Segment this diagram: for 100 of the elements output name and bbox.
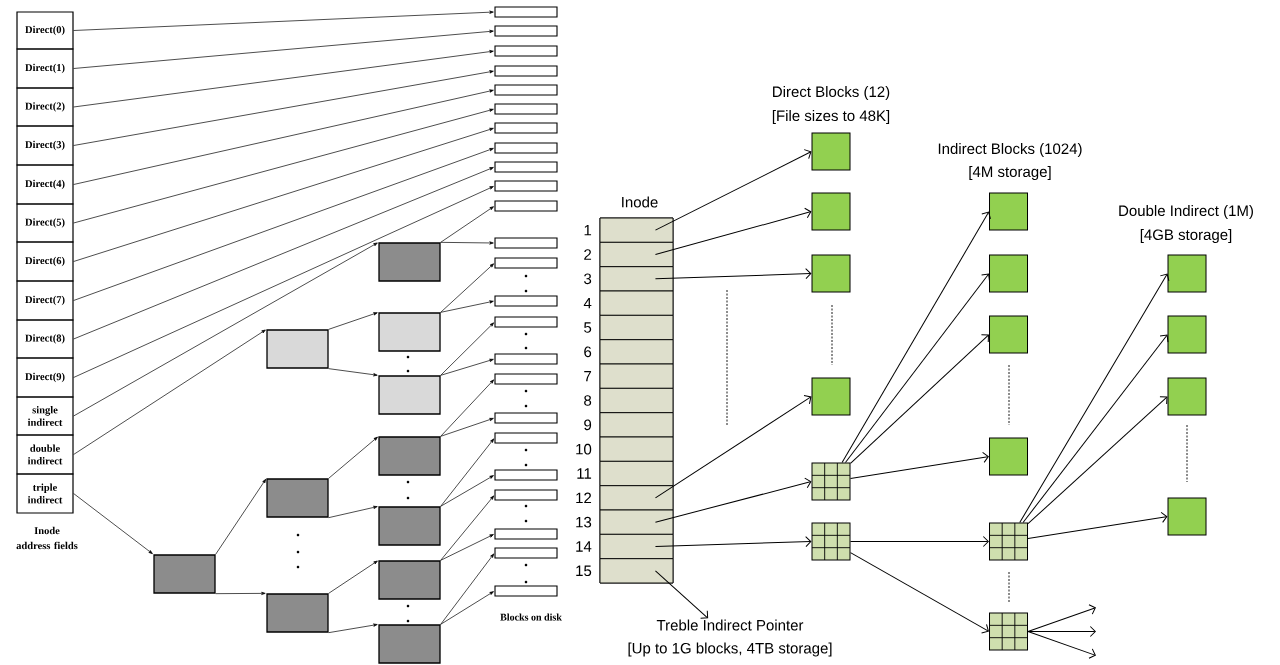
- arrow: [215, 478, 267, 555]
- column-heading: Direct Blocks (12): [773, 86, 890, 100]
- arrow: [440, 438, 495, 507]
- index-block: [266, 329, 329, 369]
- arrow: [654, 536, 812, 548]
- arrow: [1019, 273, 1170, 523]
- arrow: [1027, 604, 1096, 632]
- row-number: 13: [576, 516, 592, 528]
- arrow: [73, 108, 494, 224]
- address-cell: triple indirect: [16, 473, 74, 514]
- arrow: [844, 273, 991, 463]
- row-number: 7: [584, 371, 592, 382]
- arrow: [73, 329, 266, 455]
- table-heading: Inode: [622, 196, 658, 208]
- data-block: [1167, 254, 1207, 293]
- arrow: [850, 334, 989, 464]
- row-number: 5: [584, 322, 592, 333]
- disk-block: [494, 257, 558, 269]
- disk-block: [494, 489, 558, 501]
- row-number: 11: [577, 468, 592, 479]
- disk-block: [494, 237, 558, 249]
- arrow: [328, 505, 378, 518]
- disk-block: [494, 103, 558, 115]
- disk-block: [494, 528, 558, 540]
- disk-block: [494, 412, 558, 424]
- arrow: [73, 242, 378, 417]
- arrow: [440, 534, 494, 561]
- arrow: [1027, 626, 1096, 637]
- disk-block: [494, 25, 558, 37]
- row-number: 1: [584, 225, 592, 236]
- data-block: [811, 132, 851, 171]
- index-block: [378, 375, 441, 415]
- index-block: [266, 478, 329, 518]
- address-cell: single indirect: [16, 396, 74, 436]
- index-block: [266, 593, 329, 633]
- arrow: [850, 451, 989, 479]
- index-block: [378, 312, 441, 352]
- address-cell: Direct(0): [16, 11, 74, 50]
- disk-block: [494, 373, 558, 385]
- address-cell: Direct(3): [16, 125, 74, 166]
- caption-text: Blocks on disk: [500, 613, 562, 621]
- arrow: [440, 495, 495, 561]
- disk-block: [494, 432, 558, 444]
- arrow: [1027, 396, 1168, 525]
- column-heading: Double Indirect (1M): [1119, 205, 1253, 219]
- disk-block: [494, 122, 558, 134]
- index-block: [378, 242, 441, 282]
- data-block: [811, 377, 851, 416]
- row-number: 12: [576, 492, 592, 504]
- arrow: [73, 10, 494, 31]
- data-block: [989, 254, 1028, 293]
- data-block: [989, 315, 1028, 354]
- arrow: [850, 552, 989, 634]
- arrow: [328, 623, 378, 633]
- arrow: [440, 300, 494, 313]
- arrow: [440, 379, 495, 437]
- arrow: [440, 553, 495, 625]
- caption-text: Inode address fields: [16, 526, 78, 550]
- disk-block: [494, 65, 558, 77]
- arrow: [440, 475, 494, 507]
- address-cell: Direct(2): [16, 87, 74, 127]
- address-cell: double indirect: [16, 434, 74, 475]
- arrow: [440, 241, 494, 245]
- row-number: 6: [584, 346, 592, 358]
- row-number: 9: [584, 419, 592, 431]
- arrow: [73, 29, 494, 69]
- arrow: [654, 477, 812, 523]
- address-cell: Direct(7): [16, 280, 74, 321]
- arrow: [73, 167, 494, 340]
- arrow: [440, 591, 494, 625]
- arrow: [654, 570, 709, 619]
- disk-block: [494, 142, 558, 154]
- pointer-block: [989, 522, 1028, 561]
- arrow: [1027, 631, 1096, 659]
- pointer-block: [811, 522, 851, 561]
- row-number: 3: [584, 273, 592, 285]
- index-block: [378, 624, 441, 664]
- row-number: 4: [583, 298, 592, 309]
- index-block: [378, 560, 441, 600]
- disk-block: [494, 295, 558, 307]
- data-block: [989, 437, 1028, 476]
- row-number: 2: [584, 249, 592, 260]
- pointer-block: [989, 612, 1028, 651]
- index-block: [378, 436, 441, 476]
- arrow: [328, 312, 378, 330]
- arrow: [1022, 334, 1169, 523]
- row-number: 8: [584, 395, 592, 406]
- row-number: 10: [576, 443, 592, 455]
- column-heading: Indirect Blocks (1024): [938, 143, 1082, 157]
- arrow: [654, 268, 812, 280]
- disk-block: [494, 547, 558, 559]
- disk-block: [494, 180, 558, 192]
- disk-block: [494, 6, 558, 18]
- arrow: [73, 70, 494, 146]
- arrow: [654, 207, 812, 255]
- address-cell: Direct(9): [16, 357, 74, 398]
- arrow: [440, 322, 495, 376]
- data-block: [1167, 377, 1207, 416]
- arrow: [440, 206, 494, 243]
- data-block: [811, 192, 851, 231]
